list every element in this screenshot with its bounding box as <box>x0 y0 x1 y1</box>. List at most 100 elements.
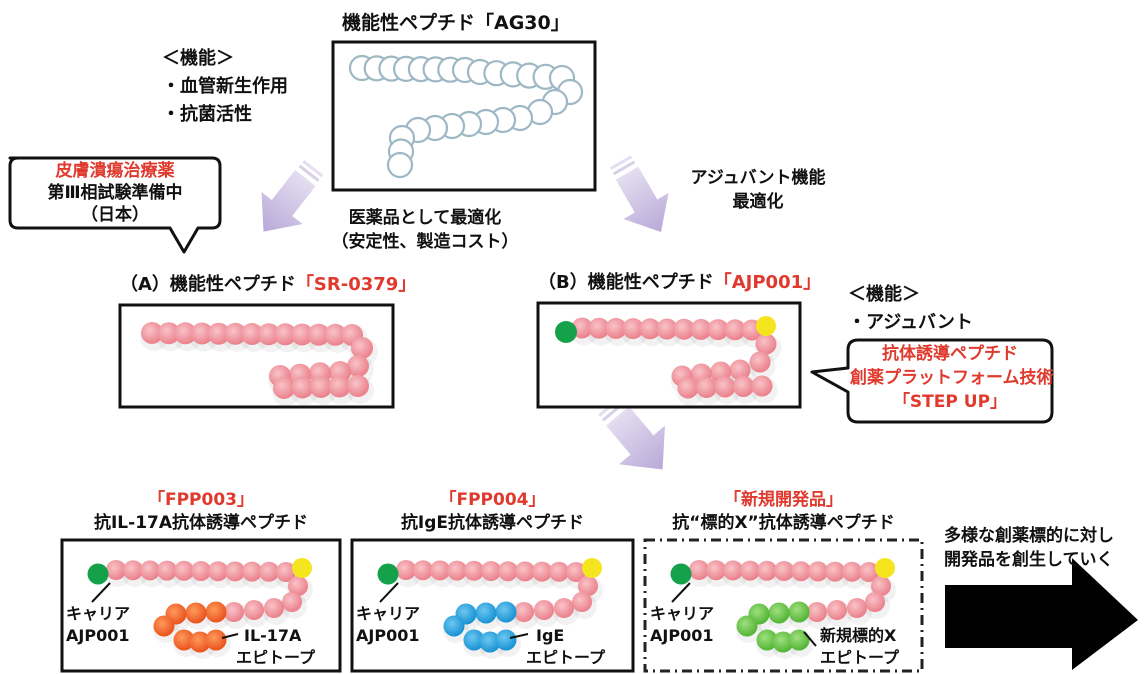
ag30-function-antibacterial: ・抗菌活性 <box>162 104 252 125</box>
epitope-bead <box>205 629 227 651</box>
peptide-bead <box>106 560 126 580</box>
new-candidate-peptide-chain <box>670 558 896 659</box>
ajp001-label: （B）機能性ペプチド「AJP001」 <box>538 272 821 295</box>
ag30-function-heading: ＜機能＞ <box>162 48 234 69</box>
peptide-bead <box>605 317 627 339</box>
peptide-bead <box>825 561 845 582</box>
peptide-bead <box>733 376 754 397</box>
carrier-end-bead <box>377 563 399 585</box>
new-carrier-leader <box>671 582 691 603</box>
peptide-bead <box>859 562 879 582</box>
peptide-bead <box>174 560 194 581</box>
peptide-bead <box>396 560 416 580</box>
callout-left-region: （日本） <box>81 205 149 225</box>
peptide-bead <box>224 322 247 345</box>
sr0379-label: （A）機能性ペプチド「SR-0379」 <box>120 274 416 297</box>
peptide-bead <box>807 602 827 622</box>
peptide-bead <box>430 560 450 581</box>
peptide-bead <box>842 561 862 582</box>
peptide-bead <box>351 337 373 359</box>
epitope-bead <box>768 602 790 624</box>
ajp001-label-prefix: （B）機能性ペプチド <box>538 272 714 293</box>
peptide-bead <box>532 561 552 582</box>
peptide-bead <box>347 375 369 397</box>
fpp004-carrier-leader <box>379 582 399 603</box>
peptide-bead <box>310 376 332 398</box>
peptide-bead <box>696 377 717 398</box>
sr0379-label-name: 「SR-0379」 <box>295 274 417 295</box>
epitope-bead <box>788 629 810 651</box>
peptide-bead <box>724 319 746 341</box>
epitope-bead <box>756 629 778 651</box>
new-candidate-carrier-name: AJP001 <box>650 626 714 645</box>
epitope-bead <box>153 615 175 637</box>
adjuvant-caption-line1: アジュバント機能 <box>690 168 826 188</box>
peptide-bead <box>291 376 314 399</box>
peptide-bead <box>282 592 302 612</box>
peptide-bead <box>588 317 610 339</box>
fpp003-peptide-chain <box>87 558 313 659</box>
peptide-bead <box>498 561 518 582</box>
peptide-bead <box>757 560 777 581</box>
peptide-bead <box>157 560 177 581</box>
peptide-bead <box>328 375 351 398</box>
new-candidate-epitope-name: 新規標的X <box>820 626 897 645</box>
peptide-bead <box>827 600 847 620</box>
fpp004-epitope-label: エピトープ <box>526 648 606 667</box>
new-candidate-code: 「新規開発品」 <box>724 490 843 510</box>
terminal-bead <box>756 316 776 336</box>
peptide-bead <box>514 602 534 622</box>
peptide-bead <box>751 375 773 397</box>
ag30-peptide-chain <box>348 54 584 179</box>
peptide-bead <box>534 600 554 620</box>
epitope-bead <box>463 629 485 651</box>
fpp003-code: 「FPP003」 <box>147 490 255 510</box>
fpp004-epitope-leader <box>509 633 529 639</box>
ag30-bead <box>386 151 414 179</box>
peptide-bead <box>706 560 726 581</box>
peptide-bead <box>244 600 264 620</box>
peptide-bead <box>690 318 712 340</box>
peptide-bead <box>774 561 794 581</box>
fpp004-carrier-label: キャリア <box>356 604 421 623</box>
terminal-bead <box>582 558 602 578</box>
arrow-to-ajp001 <box>609 155 669 232</box>
epitope-bead <box>495 629 517 651</box>
fpp003-epitope-label: エピトープ <box>236 648 316 667</box>
peptide-bead <box>714 376 736 398</box>
peptide-bead <box>871 576 891 596</box>
peptide-bead <box>288 576 308 596</box>
peptide-bead <box>225 561 245 582</box>
callout-right-line2: 創薬プラットフォーム技術 <box>850 368 1054 388</box>
peptide-bead <box>673 318 695 340</box>
fpp004-description: 抗IgE抗体誘導ペプチド <box>400 513 585 533</box>
epitope-bead <box>479 631 501 653</box>
peptide-bead <box>123 560 143 581</box>
terminal-bead <box>292 558 312 578</box>
epitope-bead <box>185 602 207 624</box>
epitope-bead <box>495 601 517 623</box>
fpp003-epitope-name: IL-17A <box>244 626 302 645</box>
callout-right-bubble <box>810 338 1054 424</box>
ajp001-label-name: 「AJP001」 <box>713 272 822 293</box>
fpp003-carrier-leader <box>91 582 111 603</box>
peptide-bead <box>554 598 574 618</box>
carrier-end-bead <box>87 563 109 585</box>
peptide-bead <box>729 359 751 381</box>
peptide-bead <box>257 323 280 346</box>
peptide-bead <box>191 561 211 581</box>
peptide-bead <box>755 333 777 355</box>
fpp004-carrier-name: AJP001 <box>356 626 420 645</box>
callout-right-line1: 抗体誘導ペプチド <box>882 344 1018 364</box>
peptide-bead <box>242 561 262 582</box>
peptide-bead <box>740 560 760 581</box>
peptide-bead <box>749 351 771 373</box>
callout-left-status: 第Ⅲ相試験準備中 <box>47 183 183 203</box>
epitope-bead <box>189 631 211 653</box>
peptide-bead <box>707 319 729 341</box>
peptide-bead <box>572 592 592 612</box>
arrow-to-sr0379 <box>261 160 324 232</box>
fpp003-carrier-label: キャリア <box>66 604 131 623</box>
